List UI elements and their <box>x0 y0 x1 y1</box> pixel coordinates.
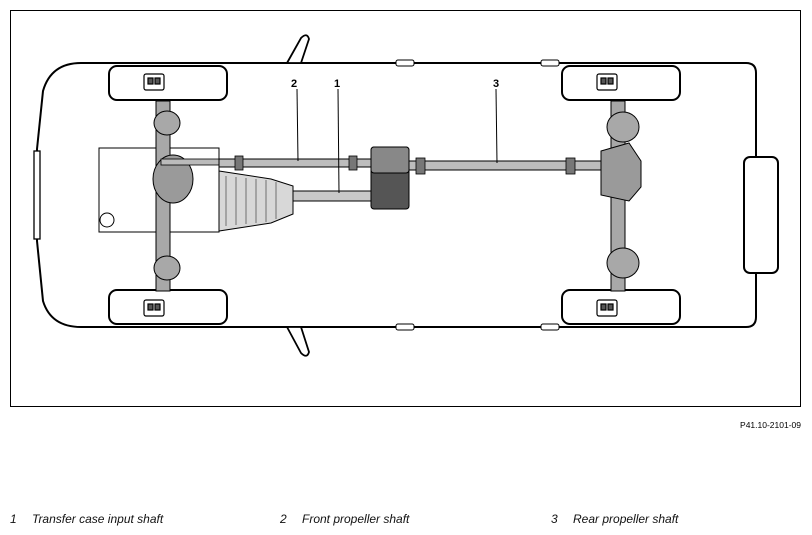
legend: 1 Transfer case input shaft 2 Front propel… <box>0 512 812 530</box>
left-mirror <box>285 34 310 64</box>
wheel-hubs <box>143 73 618 317</box>
door-marker-bottom-1 <box>395 323 415 331</box>
wheel-rear-right <box>561 289 681 325</box>
transfer-case-front <box>370 146 410 174</box>
right-mirror <box>285 326 310 357</box>
shaft-3-rear-propeller <box>408 160 610 171</box>
rear-diff <box>600 142 642 202</box>
front-knuckle-bottom <box>153 255 181 281</box>
door-marker-top-1 <box>395 59 415 67</box>
callout-1-label: 1 <box>334 78 340 90</box>
front-diff <box>152 154 194 204</box>
legend-item: 2 Front propeller shaft <box>280 512 409 526</box>
legend-number: 2 <box>280 512 287 526</box>
legend-number: 3 <box>551 512 558 526</box>
door-marker-bottom-2 <box>540 323 560 331</box>
rear-knuckle-top <box>606 111 640 143</box>
spare-wheel <box>743 156 779 274</box>
figure-id: P41.10-2101-09 <box>740 420 801 430</box>
front-bumper <box>33 150 41 240</box>
callout-3-leader <box>495 88 498 164</box>
wheel-front-right <box>108 289 228 325</box>
front-knuckle-top <box>153 110 181 136</box>
shaft-joints <box>234 155 576 175</box>
shaft-2-front-propeller <box>218 158 372 168</box>
wheel-front-left <box>108 65 228 101</box>
legend-item: 3 Rear propeller shaft <box>551 512 678 526</box>
drivetrain-diagram: 2 1 3 <box>33 34 779 357</box>
callout-1-leader <box>337 88 340 194</box>
legend-number: 1 <box>10 512 17 526</box>
door-marker-top-2 <box>540 59 560 67</box>
callout-3-label: 3 <box>493 78 499 90</box>
callout-2-label: 2 <box>291 78 297 90</box>
legend-text: Rear propeller shaft <box>573 512 679 526</box>
legend-text: Front propeller shaft <box>302 512 410 526</box>
callout-2-leader <box>296 88 299 162</box>
legend-text: Transfer case input shaft <box>32 512 164 526</box>
gearbox-ribs <box>225 176 277 226</box>
engine-pulley <box>99 212 115 228</box>
front-steering-link <box>160 158 222 166</box>
shaft-1-input <box>292 190 372 202</box>
rear-knuckle-bottom <box>606 247 640 279</box>
legend-item: 1 Transfer case input shaft <box>10 512 163 526</box>
diagram-frame: 2 1 3 <box>10 10 801 407</box>
wheel-rear-left <box>561 65 681 101</box>
